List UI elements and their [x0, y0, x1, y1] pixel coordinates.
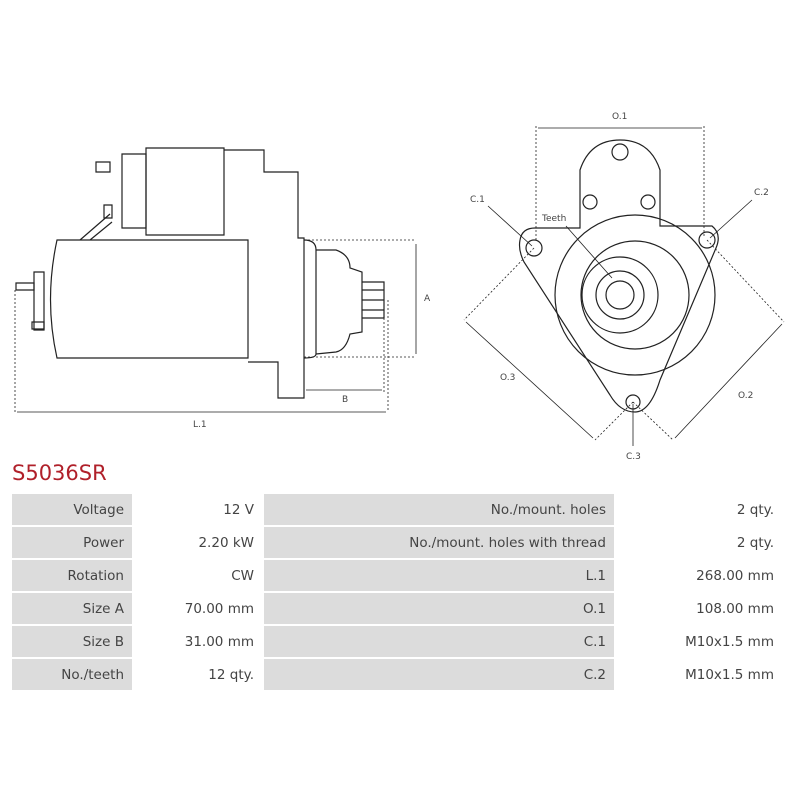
- spec-label: C.1: [264, 626, 614, 657]
- spec-label: O.1: [264, 593, 614, 624]
- spec-label: Rotation: [12, 560, 132, 591]
- label-o3: O.3: [500, 373, 515, 383]
- spec-value: 2 qty.: [616, 527, 782, 558]
- label-b: B: [342, 395, 348, 405]
- label-o1: O.1: [612, 112, 627, 122]
- product-code: S5036SR: [12, 461, 107, 485]
- spec-value: CW: [134, 560, 262, 591]
- label-a: A: [424, 294, 431, 304]
- spec-value: M10x1.5 mm: [616, 659, 782, 690]
- spec-value: 31.00 mm: [134, 626, 262, 657]
- label-c3: C.3: [626, 452, 641, 460]
- label-o2: O.2: [738, 391, 753, 401]
- spec-value: 2.20 kW: [134, 527, 262, 558]
- spec-label: Voltage: [12, 494, 132, 525]
- spec-value: 268.00 mm: [616, 560, 782, 591]
- spec-value: 2 qty.: [616, 494, 782, 525]
- label-c2: C.2: [754, 188, 769, 198]
- spec-value: M10x1.5 mm: [616, 626, 782, 657]
- label-c1: C.1: [470, 195, 485, 205]
- spec-value: 12 V: [134, 494, 262, 525]
- label-teeth: Teeth: [541, 214, 566, 224]
- spec-value: 70.00 mm: [134, 593, 262, 624]
- spec-label: No./mount. holes: [264, 494, 614, 525]
- spec-label: Size B: [12, 626, 132, 657]
- front-view: [518, 139, 719, 413]
- spec-label: C.2: [264, 659, 614, 690]
- spec-label: No./mount. holes with thread: [264, 527, 614, 558]
- spec-label: No./teeth: [12, 659, 132, 690]
- spec-label: Size A: [12, 593, 132, 624]
- spec-value: 108.00 mm: [616, 593, 782, 624]
- spec-label: Power: [12, 527, 132, 558]
- side-dimensions: [14, 239, 417, 413]
- spec-value: 12 qty.: [134, 659, 262, 690]
- starter-technical-drawing: A B L.1 O.1 C.1 C.2 Teeth O.3 O.2 C.3: [14, 112, 785, 460]
- front-dimensions: [463, 126, 785, 446]
- label-l1: L.1: [193, 420, 207, 430]
- spec-label: L.1: [264, 560, 614, 591]
- side-view: [15, 147, 385, 399]
